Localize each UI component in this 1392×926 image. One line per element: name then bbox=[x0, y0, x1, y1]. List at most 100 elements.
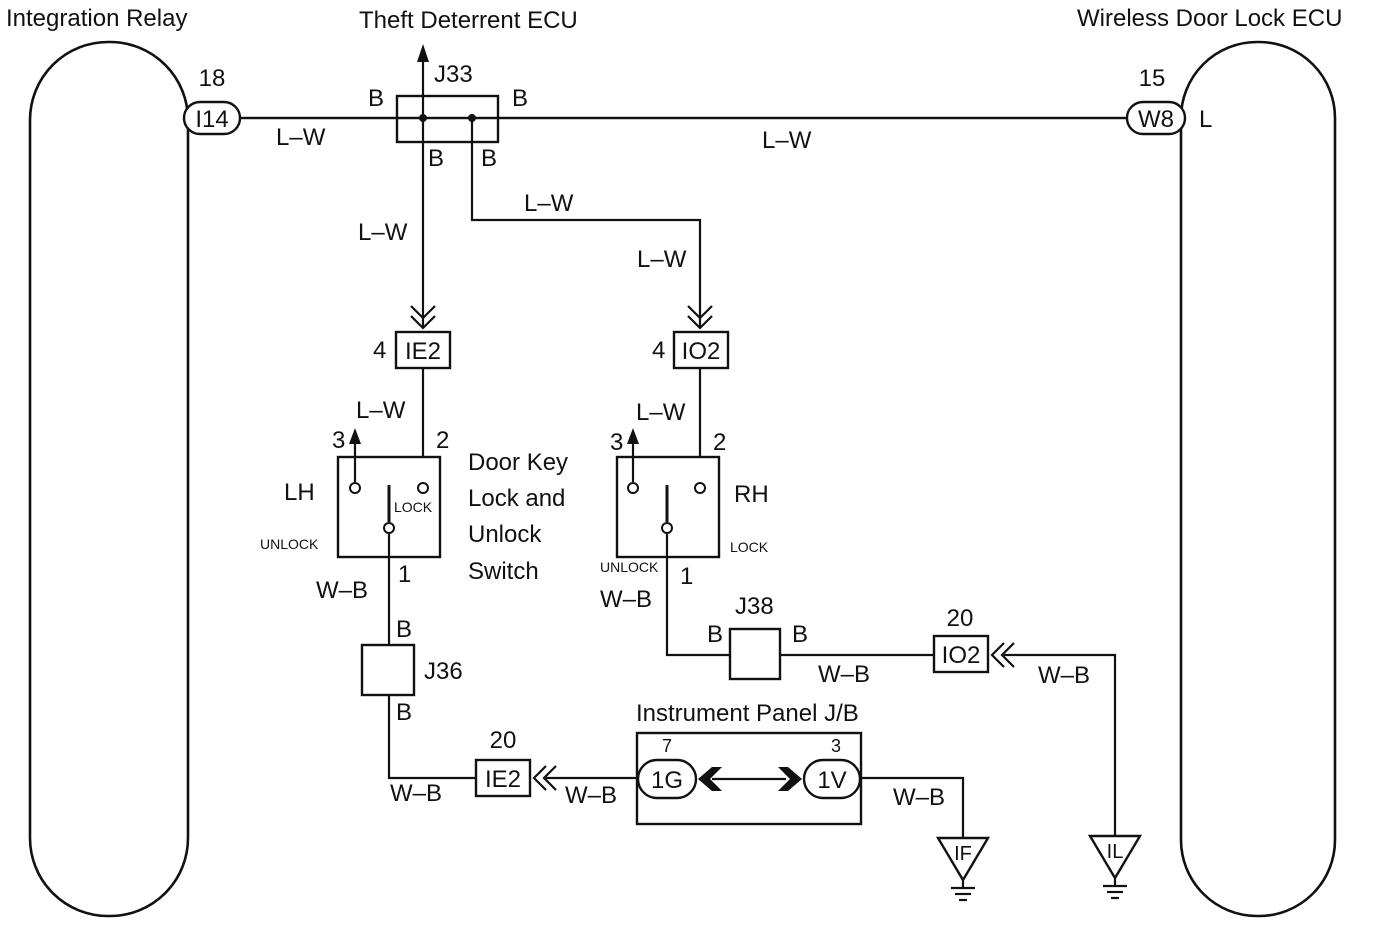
wire-label-wb-7: W–B bbox=[1038, 662, 1090, 689]
instrument-panel-jb: Instrument Panel J/B 1G 7 1V 3 bbox=[635, 700, 863, 826]
connector-i14-pin: 18 bbox=[199, 65, 226, 92]
junction-j38-b1: B bbox=[707, 621, 723, 648]
wire-label-lw-4: L–W bbox=[356, 397, 406, 424]
ie2-bottom-arrow-1 bbox=[532, 765, 547, 791]
connector-io2-bottom: IO2 20 bbox=[932, 605, 1015, 674]
ground-if: IF bbox=[935, 836, 991, 902]
junction-j33: J33 B B B B bbox=[240, 61, 1127, 172]
integration-relay: Integration Relay bbox=[6, 5, 190, 918]
connector-ie2-bottom-box bbox=[474, 758, 532, 798]
rh-pin2-terminal bbox=[694, 482, 706, 494]
ground-if-label: IF bbox=[954, 843, 972, 865]
junction-j33-label: J33 bbox=[434, 61, 473, 88]
connector-ie2-top-pin: 4 bbox=[373, 337, 386, 364]
lh-pin3-arrow bbox=[349, 428, 361, 444]
wire-label-lw-1: L–W bbox=[276, 124, 326, 151]
rh-lock-label: LOCK bbox=[730, 539, 769, 555]
wireless-door-lock-ecu: Wireless Door Lock ECU bbox=[1077, 5, 1342, 918]
rh-switch: 3 2 1 LOCK UNLOCK RH bbox=[600, 428, 769, 657]
connector-1g-pin: 7 bbox=[662, 736, 672, 756]
wireless-ecu-body bbox=[1179, 40, 1337, 918]
rh-pin2-label: 2 bbox=[713, 429, 726, 456]
io2-bottom-arrow-2 bbox=[1000, 642, 1015, 668]
connector-io2-bottom-label: IO2 bbox=[942, 642, 981, 669]
theft-ecu-title: Theft Deterrent ECU bbox=[359, 7, 578, 34]
lh-wb-wire-2 bbox=[387, 695, 476, 780]
instrument-panel-title: Instrument Panel J/B bbox=[636, 700, 859, 727]
1v-to-if-wire bbox=[860, 776, 965, 838]
connector-1v-pin: 3 bbox=[831, 736, 841, 756]
ground-il-label: IL bbox=[1107, 841, 1124, 863]
lh-pin2-terminal bbox=[417, 482, 429, 494]
wire-label-wb-4: W–B bbox=[893, 784, 945, 811]
wire-label-wb-1: W–B bbox=[316, 577, 368, 604]
instrument-arrow-left bbox=[698, 767, 722, 791]
connector-ie2-bottom-label: IE2 bbox=[485, 766, 521, 793]
rh-arrow-2 bbox=[687, 315, 713, 330]
rh-pin3-label: 3 bbox=[610, 429, 623, 456]
switch-desc-line-1: Door Key bbox=[468, 449, 568, 476]
ie2-bottom-arrow-2 bbox=[542, 765, 557, 791]
rh-unlock-label: UNLOCK bbox=[600, 559, 659, 575]
lh-arrow-1 bbox=[410, 305, 436, 320]
wire-label-lw-6: L–W bbox=[637, 246, 687, 273]
wire-label-lw-2: L–W bbox=[762, 127, 812, 154]
junction-j33-b4: B bbox=[481, 145, 497, 172]
junction-j33-b3: B bbox=[428, 145, 444, 172]
connector-ie2-bottom-pin: 20 bbox=[490, 727, 517, 754]
connector-ie2-top-label: IE2 bbox=[405, 338, 441, 365]
connector-io2-bottom-box bbox=[932, 634, 990, 674]
lh-pin1-label: 1 bbox=[398, 561, 411, 588]
junction-j38-label: J38 bbox=[735, 593, 774, 620]
switch-desc-line-3: Unlock bbox=[468, 521, 542, 548]
lh-label: LH bbox=[284, 479, 315, 506]
rh-wb-wire bbox=[665, 533, 730, 657]
connector-io2-top-box bbox=[672, 330, 730, 370]
wire-label-lw-3: L–W bbox=[358, 219, 408, 246]
lh-pin1-terminal bbox=[383, 522, 395, 534]
wire-label-lw-7: L–W bbox=[636, 399, 686, 426]
lh-pin3-terminal bbox=[349, 482, 361, 494]
lh-pin2-label: 2 bbox=[436, 427, 449, 454]
connector-w8-l: L bbox=[1199, 106, 1212, 133]
junction-j36-label: J36 bbox=[424, 658, 463, 685]
connector-i14-label: I14 bbox=[195, 106, 228, 133]
wire-label-wb-2: W–B bbox=[390, 780, 442, 807]
junction-j36-b2: B bbox=[396, 699, 412, 726]
lh-switch: 3 2 1 LOCK UNLOCK LH bbox=[260, 427, 449, 645]
connector-ie2-top: IE2 4 bbox=[373, 330, 452, 370]
wire-label-wb-6: W–B bbox=[818, 661, 870, 688]
connector-io2-top-pin: 4 bbox=[652, 337, 665, 364]
junction-j36: J36 B B bbox=[360, 616, 463, 726]
rh-pin1-terminal bbox=[661, 522, 673, 534]
rh-pin3-arrow bbox=[627, 428, 639, 444]
io2-to-il-wire bbox=[1004, 653, 1117, 836]
junction-j38: J38 B B bbox=[707, 593, 808, 681]
connector-1v-label: 1V bbox=[817, 767, 846, 794]
lh-unlock-label: UNLOCK bbox=[260, 536, 319, 552]
lh-lock-label: LOCK bbox=[394, 499, 433, 515]
rh-lw-wire bbox=[470, 118, 702, 328]
instrument-arrow-right bbox=[778, 767, 802, 791]
junction-j33-b2: B bbox=[512, 85, 528, 112]
ground-il-triangle bbox=[1087, 834, 1143, 881]
switch-description: Door Key Lock and Unlock Switch bbox=[468, 449, 568, 585]
integration-relay-body bbox=[28, 40, 190, 918]
rh-pin1-label: 1 bbox=[680, 563, 693, 590]
wire-label-wb-3: W–B bbox=[565, 782, 617, 809]
junction-j38-box bbox=[728, 627, 782, 681]
wireless-ecu-title: Wireless Door Lock ECU bbox=[1077, 5, 1342, 32]
connector-io2-bottom-pin: 20 bbox=[947, 605, 974, 632]
rh-arrow-1 bbox=[687, 305, 713, 320]
connector-ie2-bottom: IE2 20 bbox=[474, 727, 557, 798]
lh-arrow-2 bbox=[410, 315, 436, 330]
connector-io2-top: IO2 4 bbox=[652, 330, 730, 370]
ground-il: IL bbox=[1087, 834, 1143, 900]
rh-label: RH bbox=[734, 481, 769, 508]
integration-relay-title: Integration Relay bbox=[6, 5, 187, 32]
connector-io2-top-label: IO2 bbox=[682, 338, 721, 365]
ground-if-triangle bbox=[935, 836, 991, 883]
switch-desc-line-4: Switch bbox=[468, 558, 539, 585]
junction-j36-b1: B bbox=[396, 616, 412, 643]
